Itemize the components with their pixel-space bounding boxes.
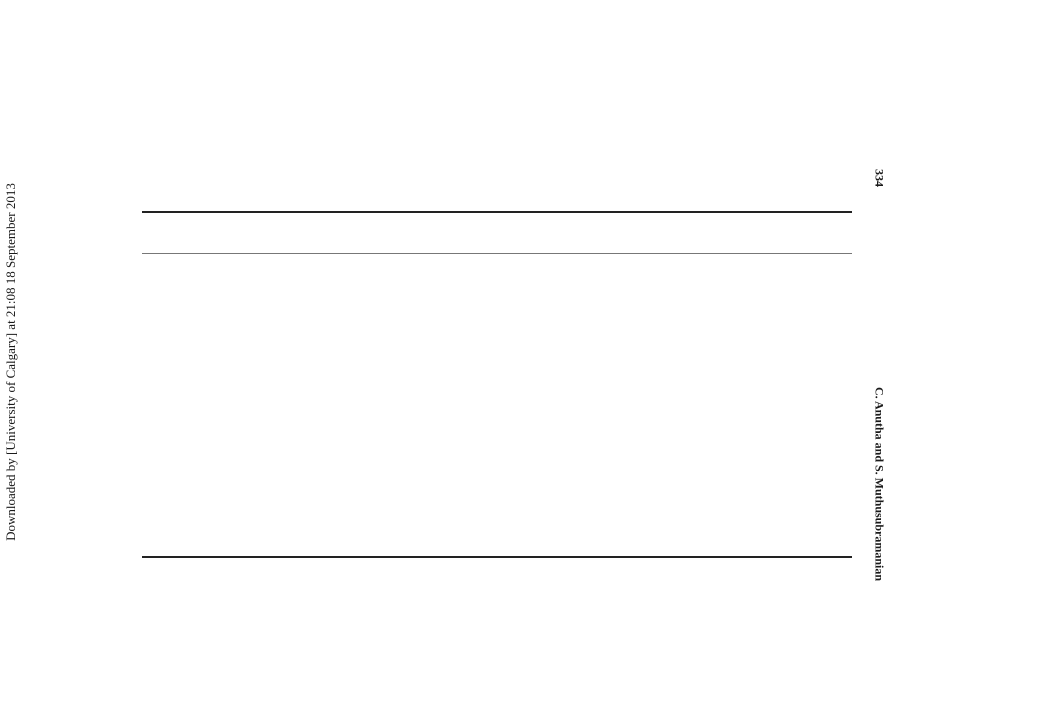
table-top-rule <box>142 211 852 213</box>
download-watermark: Downloaded by [University of Calgary] at… <box>3 183 18 541</box>
page-number: 334 <box>872 169 887 187</box>
table-bottom-rule <box>142 556 852 558</box>
table-header-rule <box>142 253 852 254</box>
running-head: C. Anutha and S. Muthusubramanian <box>872 386 887 582</box>
